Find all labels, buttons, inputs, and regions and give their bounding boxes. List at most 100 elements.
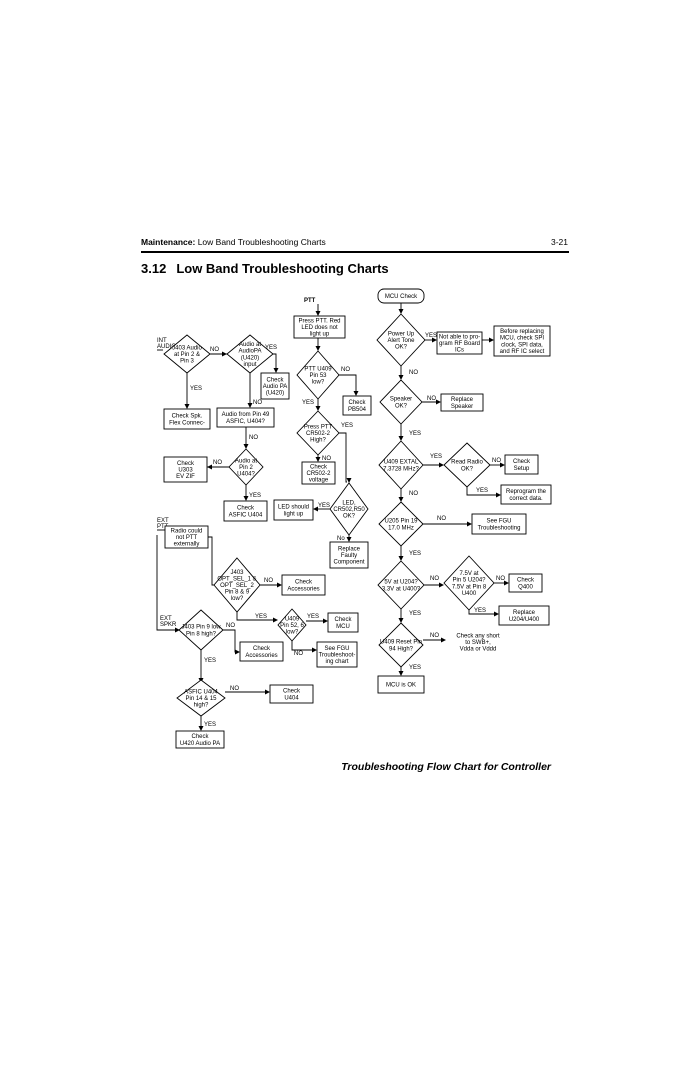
ext-ptt-label-2: PTT — [157, 524, 169, 530]
seven-v5-diamond-text-line-3: 7.5V at Pin 8 — [452, 584, 487, 590]
see-fgu-right-box-text-line-2: Troubleshooting — [478, 525, 521, 531]
check-q400-box — [508, 573, 543, 593]
ext-spkr-trunk — [156, 535, 178, 631]
u205-pin19-diamond-text-line-1: U205 Pin 19 — [384, 519, 418, 525]
check-cr502-box — [301, 461, 336, 485]
u409-pin52-no-line — [291, 641, 315, 651]
extal-no-label: NO — [409, 491, 418, 497]
led-cr502-diamond-text-line-3: OK? — [343, 514, 356, 520]
power-up-no-label: NO — [409, 370, 418, 376]
mcu-ok-box-text-line-1: MCU is OK — [386, 683, 416, 689]
check-u404-box-text-line-1: Check — [283, 689, 301, 695]
power-up-diamond-text-line-3: OK? — [395, 345, 408, 351]
check-short-text-line-3: Vdda or Vddd — [460, 647, 497, 653]
seven-v5-diamond-text-line-4: U400 — [462, 591, 477, 597]
check-accessories-1-box-text-line-2: Accessories — [287, 586, 319, 592]
see-fgu-chart-box — [316, 641, 358, 668]
cr502-yes-label: YES — [341, 423, 353, 429]
check-u404-box — [269, 684, 314, 704]
j403-opt-diamond-text-line-3: OPT_SEL_2 — [220, 583, 254, 589]
before-replacing-box-text-line-4: and RF IC select — [500, 349, 545, 355]
reset-yes-label: YES — [409, 665, 421, 671]
replace-speaker-box-text-line-1: Replace — [451, 397, 474, 403]
press-ptt-box-text-line-2: LED does not — [301, 325, 338, 331]
not-able-box-text-line-3: ICs — [455, 348, 464, 354]
header-section-rest: Low Band Troubleshooting Charts — [195, 237, 326, 247]
seven-v5-no-label: NO — [496, 576, 505, 582]
check-accessories-2-box — [239, 641, 284, 662]
replace-speaker-box-text-line-2: Speaker — [451, 404, 473, 410]
audio-pa-diamond-text-line-1: Audio at — [239, 342, 261, 348]
see-fgu-chart-box-text-line-1: See FGU — [324, 646, 349, 652]
check-accessories-1-box — [281, 574, 326, 596]
j403-yes-label: YES — [190, 386, 202, 392]
not-able-box-text-line-2: gram RF Board — [439, 341, 480, 347]
speaker-ok-diamond-text-line-1: Speaker — [390, 397, 412, 403]
running-header: Maintenance: Low Band Troubleshooting Ch… — [141, 237, 326, 247]
j403-pin9-no-arrow — [235, 649, 240, 655]
led-no-label: No — [337, 536, 345, 542]
u409-pin52-no-arrow — [312, 647, 317, 653]
press-ptt-cr502-diamond-text-line-3: High? — [310, 438, 326, 444]
u205-yes-label: YES — [409, 551, 421, 557]
check-u303-box-text-line-1: Check — [177, 461, 195, 467]
asfic-u404-yes-label: YES — [204, 722, 216, 728]
press-ptt-down-arrow — [315, 346, 321, 351]
radio-not-ptt-box-text-line-1: Radio could — [171, 528, 203, 534]
reset-no-label: NO — [430, 633, 439, 639]
power-up-no-arrow — [398, 375, 404, 380]
asfic-u404-no-arrow — [265, 689, 270, 695]
ptt-u409-no-label: NO — [341, 367, 350, 373]
speaker-yes-arrow — [398, 436, 404, 441]
five-v-no-label: NO — [430, 576, 439, 582]
check-cr502-box-text-line-1: Check — [310, 464, 328, 470]
check-short-text-line-2: to SWB+, — [465, 640, 491, 646]
asfic-u404-no-label: NO — [230, 686, 239, 692]
u409-reset-diamond-text-line-1: U409 Reset Pin — [380, 640, 422, 646]
asfic-u404-yes-arrow — [198, 726, 204, 731]
check-u303-box — [163, 456, 208, 483]
j403-pin9-no-label: NO — [226, 623, 235, 629]
header-section-bold: Maintenance: — [141, 237, 196, 247]
extal-no-arrow — [398, 497, 404, 502]
replace-u204-box-text-line-2: U204/U400 — [509, 617, 540, 623]
five-v-u204-diamond-text-line-2: 3.3V at U400? — [382, 586, 421, 592]
audio-from-no-label: NO — [249, 435, 258, 441]
ptt-u409-diamond-text-line-3: low? — [312, 380, 325, 386]
u409-reset-diamond-text-line-2: 94 High? — [389, 646, 414, 652]
ext-spkr-arrow — [175, 627, 180, 633]
reprogram-box — [500, 484, 552, 505]
power-up-diamond-text-line-2: Alert Tone — [388, 338, 416, 344]
five-v-yes-arrow — [398, 618, 404, 623]
check-accessories-1-box-text-line-1: Check — [295, 580, 313, 586]
speaker-ok-diamond-text-line-2: OK? — [395, 403, 408, 409]
check-setup-box — [504, 454, 539, 475]
reprogram-box-text-line-1: Reprogram the — [506, 489, 547, 495]
seven-v5-no-arrow — [504, 580, 509, 586]
u409-pin52-diamond-text-line-1: U409 — [285, 616, 300, 622]
power-up-yes-arrow — [432, 337, 437, 343]
seven-v5-yes-label: YES — [474, 608, 486, 614]
audio-pin2-yes-arrow — [243, 496, 249, 501]
seven-v5-yes-line — [468, 610, 497, 615]
check-mcu-box-text-line-1: Check — [334, 617, 352, 623]
check-asfic-box — [223, 500, 268, 522]
led-cr502-diamond-text-line-2: CR502,R50 — [333, 507, 365, 513]
header-rule — [141, 251, 569, 253]
j403-audio-diamond-text-line-1: J403 Audio — [172, 345, 202, 351]
u205-yes-arrow — [398, 556, 404, 561]
j403-pin9-yes-label: YES — [204, 658, 216, 664]
speaker-no-arrow — [436, 399, 441, 405]
int-audio-label-1: INT — [157, 338, 167, 344]
read-radio-yes-label: YES — [476, 488, 488, 494]
j403-opt-yes-arrow — [273, 617, 278, 623]
check-audio-pa-box-text-line-1: Check — [266, 377, 284, 383]
j403-audio-diamond-text-line-3: Pin 3 — [180, 359, 194, 365]
read-radio-no-arrow — [500, 462, 505, 468]
reprogram-box-text-line-2: correct data. — [509, 496, 543, 502]
check-accessories-2-box-text-line-2: Accessories — [245, 653, 277, 659]
ptt-u409-diamond-text-line-2: Pin 53 — [309, 373, 327, 379]
before-replacing-box — [493, 325, 551, 357]
extal-yes-label: YES — [430, 454, 442, 460]
